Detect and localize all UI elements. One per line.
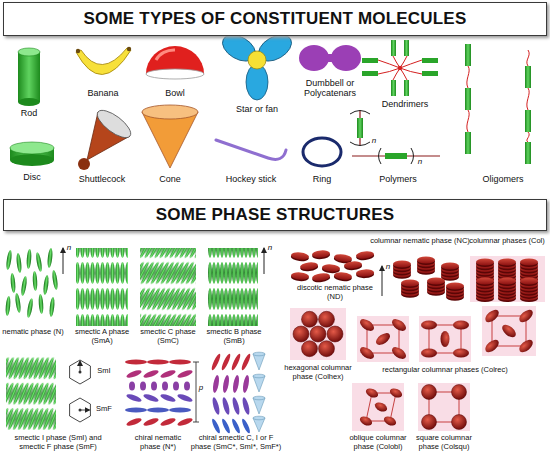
phase-label: discotic nematic phase (ND): [290, 284, 380, 301]
square-columnar-phase: [418, 383, 470, 431]
phase-label: nematic phase (N): [2, 328, 64, 337]
shuttlecock-molecule: [78, 106, 135, 170]
tilt-label: SmF: [94, 405, 114, 414]
repeat-index: n: [416, 157, 424, 166]
dendrimer-molecule: [362, 40, 438, 96]
smectic-c-phase: [140, 248, 196, 326]
molecule-label: Shuttlecock: [72, 174, 132, 184]
pitch-label: p: [197, 383, 205, 392]
molecule-label: Star or fan: [227, 104, 287, 114]
hexagonal-columnar-phase: [290, 308, 346, 360]
rectangular-columnar-phase: [357, 306, 536, 362]
dumbbell-molecule: [299, 45, 361, 71]
section-heading-band: SOME TYPES OF CONSTITUENT MOLECULES: [3, 2, 547, 36]
columnar-nematic-phase: [382, 256, 464, 300]
phase-label: square columnar phase (Colsqu): [413, 434, 475, 451]
molecule-label: Hockey stick: [219, 174, 283, 184]
repeat-index: n: [370, 136, 378, 145]
smectic-a-phase: [76, 248, 128, 326]
smectic-i-f-phase: [6, 354, 90, 430]
phase-label: smectic A phase (SmA): [70, 328, 134, 345]
director-label: n: [266, 243, 274, 252]
cone-molecule: [142, 105, 198, 168]
phase-label: smectic B phase (SmB): [203, 328, 265, 345]
tilt-label: SmI: [94, 367, 114, 376]
star-molecule: [218, 29, 296, 100]
director-label: n: [384, 262, 392, 271]
chiral-nematic-phase: [125, 360, 199, 428]
molecule-label: Polymers: [373, 174, 423, 184]
section-heading: SOME PHASE STRUCTURES: [156, 205, 394, 225]
rod-molecule: [18, 48, 40, 106]
phase-label: smectic I phase (SmI) and smectic F phas…: [2, 434, 114, 451]
phase-label: columnar phases (Col): [469, 237, 545, 246]
phase-label: chiral smectic C, I or F phase (SmC*, Sm…: [188, 434, 284, 451]
ring-molecule: [303, 138, 341, 166]
phase-label: smectic C phase (SmC): [137, 328, 199, 345]
section-heading-band: SOME PHASE STRUCTURES: [3, 199, 547, 231]
oblique-columnar-phase: [352, 383, 404, 431]
disc-molecule: [10, 142, 54, 166]
molecule-label: Oligomers: [475, 174, 531, 184]
smectic-b-phase: [208, 248, 264, 326]
molecule-label: Bowl: [153, 88, 197, 98]
polymer-molecules: [350, 110, 440, 164]
molecule-label: Ring: [304, 174, 340, 184]
director-label: n: [65, 243, 73, 252]
hockey-stick-molecule: [216, 140, 286, 159]
phase-label: rectangular columnar phases (Colrec): [355, 366, 535, 375]
phase-label: chiral nematic phase (N*): [126, 434, 190, 451]
phase-label: hexagonal columnar phase (Colhex): [280, 364, 356, 381]
molecule-label: Dumbbell or Polycatenars: [298, 78, 362, 99]
section-heading: SOME TYPES OF CONSTITUENT MOLECULES: [84, 9, 467, 29]
molecule-label: Rod: [9, 108, 49, 118]
molecule-label: Dendrimers: [377, 99, 433, 109]
phase-label: columnar nematic phase (NC): [370, 237, 470, 246]
phase-label: oblique columnar phase (Colobl): [346, 434, 410, 451]
bowl-molecule: [146, 46, 204, 79]
molecule-label: Banana: [78, 88, 128, 98]
molecule-label: Disc: [10, 172, 54, 182]
nematic-phase: [5, 248, 63, 318]
banana-molecule: [76, 47, 131, 75]
molecule-label: Cone: [150, 174, 190, 184]
columnar-phase: [470, 256, 545, 302]
chiral-smectic-phase: [210, 352, 265, 434]
oligomer-molecules: [465, 44, 531, 164]
discotic-nematic-phase: [291, 250, 375, 284]
